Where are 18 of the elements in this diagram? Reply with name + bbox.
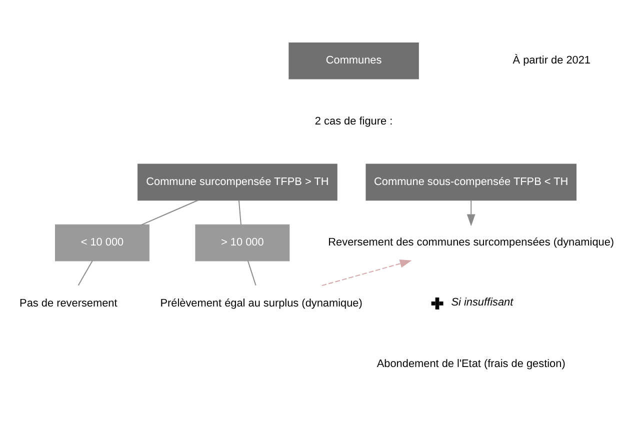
- node-box: Commune sous-compensée TFPB < TH: [366, 164, 576, 201]
- label: 2 cas de figure :: [314, 115, 393, 128]
- label: Abondement de l'Etat (frais de gestion): [376, 358, 566, 370]
- node-box: Communes: [288, 42, 419, 80]
- node-text: Reversement des communes surcompensées (dynamique): [328, 236, 614, 249]
- arrow: [466, 200, 476, 226]
- node-box: < 10 000: [55, 224, 150, 262]
- node-text: Prélèvement égal au surplus (dynamique): [160, 297, 362, 310]
- connector: [238, 200, 242, 226]
- node-box: Commune surcompensée TFPB > TH: [138, 164, 338, 201]
- connector: [78, 260, 93, 286]
- label: À partir de 2021: [512, 54, 590, 67]
- node-box: > 10 000: [195, 224, 290, 262]
- connector: [247, 260, 256, 286]
- connector: [140, 200, 199, 226]
- node-text: Pas de reversement: [20, 297, 118, 310]
- arrow: [321, 260, 412, 286]
- label: Si insuffisant: [451, 296, 514, 308]
